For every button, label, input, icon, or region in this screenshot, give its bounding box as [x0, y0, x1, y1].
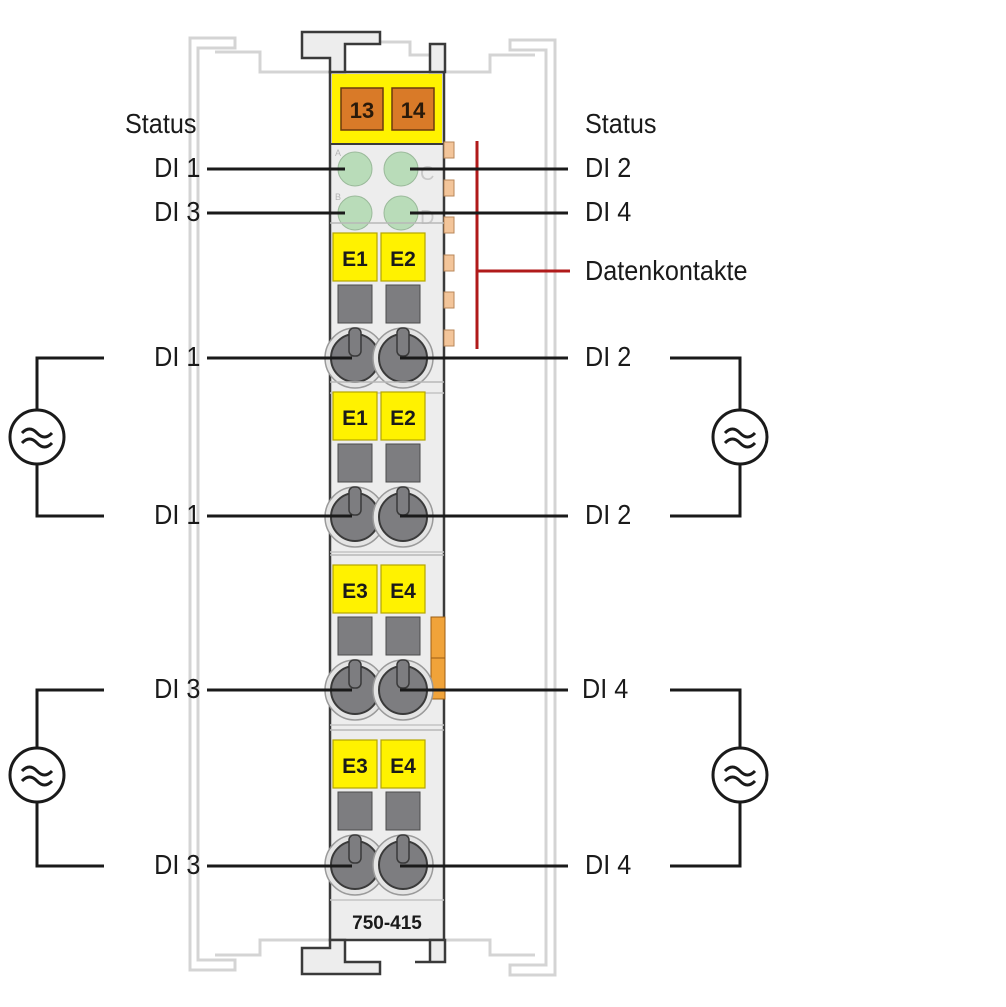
- terminal-label: E2: [390, 248, 416, 271]
- ac-source-icon: [711, 408, 769, 466]
- terminal-label: E4: [390, 580, 416, 603]
- left-circuit-2: [35, 688, 104, 868]
- push-button-slot: [385, 284, 421, 324]
- pin-13-label: 13: [350, 98, 374, 123]
- data-contacts: [443, 141, 455, 347]
- terminal-label: E2: [390, 407, 416, 430]
- terminal-marker: [380, 391, 426, 441]
- left-circuit-1: [35, 356, 104, 518]
- conn-left-1: DI 1: [153, 341, 200, 372]
- conn-right-1: DI 2: [585, 341, 632, 372]
- data-contacts-bracket: [475, 141, 570, 349]
- status-left-di3: DI 3: [153, 196, 200, 227]
- conn-right-3: DI 4: [582, 673, 629, 704]
- conn-right-2: DI 2: [585, 499, 632, 530]
- terminal-label: E1: [342, 248, 368, 271]
- leader-lines: [207, 167, 568, 868]
- led-c-letter: C: [420, 163, 434, 185]
- conn-left-3: DI 3: [153, 673, 200, 704]
- terminal-marker: [332, 739, 378, 789]
- terminal-label: E3: [342, 755, 368, 778]
- status-right-di2: DI 2: [585, 152, 632, 183]
- terminal-marker: [332, 564, 378, 614]
- model-number: 750-415: [352, 913, 422, 934]
- status-left-label: Status: [125, 108, 197, 139]
- status-left-di1: DI 1: [153, 152, 200, 183]
- conn-right-4: DI 4: [585, 849, 632, 880]
- led-a-letter: A: [335, 148, 341, 158]
- data-contacts-label: Datenkontakte: [585, 255, 748, 286]
- terminal-label: E3: [342, 580, 368, 603]
- led-b-letter: B: [335, 192, 341, 202]
- right-circuit-2: [670, 688, 742, 868]
- push-button-slot: [385, 791, 421, 831]
- terminal-marker: [332, 391, 378, 441]
- push-button-slot: [385, 443, 421, 483]
- push-button-slot: [337, 443, 373, 483]
- status-right-label: Status: [585, 108, 657, 139]
- push-button-slot: [337, 791, 373, 831]
- terminal-marker: [380, 739, 426, 789]
- terminal-marker: [380, 564, 426, 614]
- pin-14-label: 14: [401, 98, 426, 123]
- din-rail-outline: [188, 36, 557, 977]
- ac-source-icon: [711, 746, 769, 804]
- push-button-slot: [337, 284, 373, 324]
- push-button-slot: [385, 616, 421, 656]
- ac-source-icon: [8, 746, 66, 804]
- terminal-marker: [332, 232, 378, 282]
- right-circuit-1: [670, 356, 742, 518]
- conn-left-4: DI 3: [153, 849, 200, 880]
- terminal-label: E1: [342, 407, 368, 430]
- bottom-clip: [300, 938, 382, 976]
- push-button-slot: [337, 616, 373, 656]
- terminal-label: E4: [390, 755, 416, 778]
- status-right-di4: DI 4: [585, 196, 632, 227]
- terminal-marker: [380, 232, 426, 282]
- top-clip: [300, 30, 382, 74]
- conn-left-2: DI 1: [153, 499, 200, 530]
- ac-source-icon: [8, 408, 66, 466]
- led-d-letter: D: [420, 207, 434, 229]
